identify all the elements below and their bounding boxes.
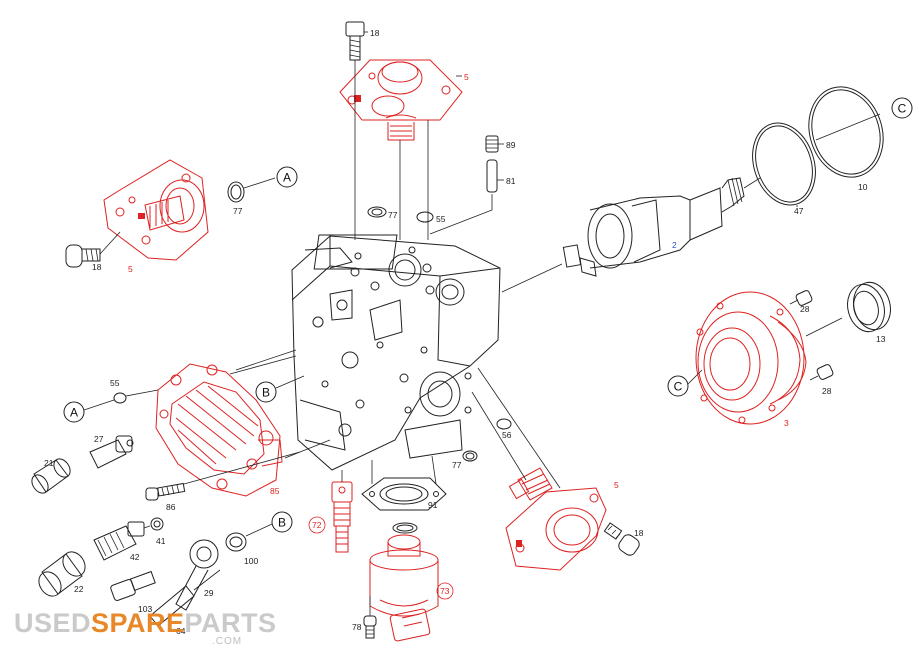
label-22: 22 <box>74 584 84 594</box>
bolt-103 <box>110 570 156 601</box>
drive-shaft-2 <box>562 177 745 277</box>
label-89: 89 <box>506 140 516 150</box>
callout-B-bottom: B <box>271 511 293 533</box>
label-47: 47 <box>794 206 804 216</box>
label-72: 72 <box>312 520 322 530</box>
cap-21 <box>31 458 71 494</box>
svg-text:B: B <box>278 516 286 530</box>
valve-72 <box>331 481 353 553</box>
label-77-top: 77 <box>388 210 398 220</box>
oring-56 <box>496 418 512 430</box>
callout-A-left: A <box>63 401 85 423</box>
svg-text:C: C <box>674 380 683 394</box>
cover-85 <box>155 363 283 497</box>
svg-text:USEDSPAREPARTS: USEDSPAREPARTS <box>14 608 277 638</box>
svg-text:A: A <box>70 406 78 420</box>
tube-64 <box>149 585 195 627</box>
oring-73-top <box>392 522 418 534</box>
label-28-b: 28 <box>822 386 832 396</box>
logo-part-spare: SPARE <box>91 608 185 638</box>
bolt-28-b <box>809 364 834 381</box>
label-77-mid: 77 <box>452 460 462 470</box>
screw-78 <box>363 615 377 639</box>
oring-77-mid <box>462 450 478 462</box>
label-18-right: 18 <box>634 528 644 538</box>
washer-41 <box>150 517 164 531</box>
label-91: 91 <box>428 500 438 510</box>
label-10: 10 <box>858 182 868 192</box>
watermark-logo: USEDSPAREPARTS .COM <box>14 608 277 647</box>
bolt-18-top <box>345 21 365 240</box>
logo-suffix: .COM <box>212 636 242 647</box>
label-18-top: 18 <box>370 28 380 38</box>
label-78: 78 <box>352 622 362 632</box>
label-28-a: 28 <box>800 304 810 314</box>
gasket-91 <box>361 477 447 511</box>
label-3: 3 <box>784 418 789 428</box>
label-2: 2 <box>672 240 677 250</box>
label-103: 103 <box>138 604 152 614</box>
bolt-28-a <box>789 290 813 306</box>
bolt-18-right <box>603 522 640 556</box>
sleeve-81 <box>429 159 504 235</box>
label-21: 21 <box>44 458 54 468</box>
label-100: 100 <box>244 556 258 566</box>
pump-housing <box>291 234 501 471</box>
fitting-42 <box>93 521 145 561</box>
label-13: 13 <box>876 334 886 344</box>
bolt-18-left <box>65 244 101 268</box>
regulator-73 <box>369 534 439 642</box>
oring-47 <box>752 122 816 206</box>
svg-text:C: C <box>898 102 907 116</box>
label-41: 41 <box>156 536 166 546</box>
seal-13 <box>847 281 891 333</box>
label-5-right: 5 <box>614 480 619 490</box>
label-27: 27 <box>94 434 104 444</box>
oring-77-left <box>227 181 245 203</box>
washer-100 <box>225 532 247 552</box>
cap-22 <box>38 551 86 597</box>
label-42: 42 <box>130 552 140 562</box>
label-81: 81 <box>506 176 516 186</box>
label-29: 29 <box>204 588 214 598</box>
left-flange-5 <box>103 159 209 261</box>
top-flange-5 <box>339 59 463 141</box>
oring-10 <box>808 86 884 178</box>
svg-text:A: A <box>283 171 291 185</box>
callout-C-bottom: C <box>667 375 689 397</box>
label-85: 85 <box>270 486 280 496</box>
label-64: 64 <box>176 626 186 636</box>
oring-77-top <box>367 206 387 218</box>
label-18-left: 18 <box>92 262 102 272</box>
logo-part-parts: PARTS <box>185 608 277 638</box>
label-73: 73 <box>440 586 450 596</box>
washer-55-left <box>113 392 127 404</box>
label-77-left: 77 <box>233 206 243 216</box>
callout-B-top: B <box>255 381 277 403</box>
callout-A-top: A <box>276 166 298 188</box>
lower-right-flange-5 <box>505 467 607 571</box>
label-5-left: 5 <box>128 264 133 274</box>
label-86: 86 <box>166 502 176 512</box>
logo-part-used: USED <box>14 608 91 638</box>
callout-C-top: C <box>891 97 913 119</box>
label-5-top: 5 <box>464 72 469 82</box>
label-55-top: 55 <box>436 214 446 224</box>
washer-55-top <box>416 211 434 223</box>
bolt-86 <box>145 482 186 501</box>
label-56: 56 <box>502 430 512 440</box>
svg-text:B: B <box>262 386 270 400</box>
banjo-29 <box>175 539 219 611</box>
connector-27 <box>89 435 134 469</box>
flange-3 <box>695 291 807 425</box>
plug-89 <box>485 135 504 153</box>
label-55-left: 55 <box>110 378 120 388</box>
